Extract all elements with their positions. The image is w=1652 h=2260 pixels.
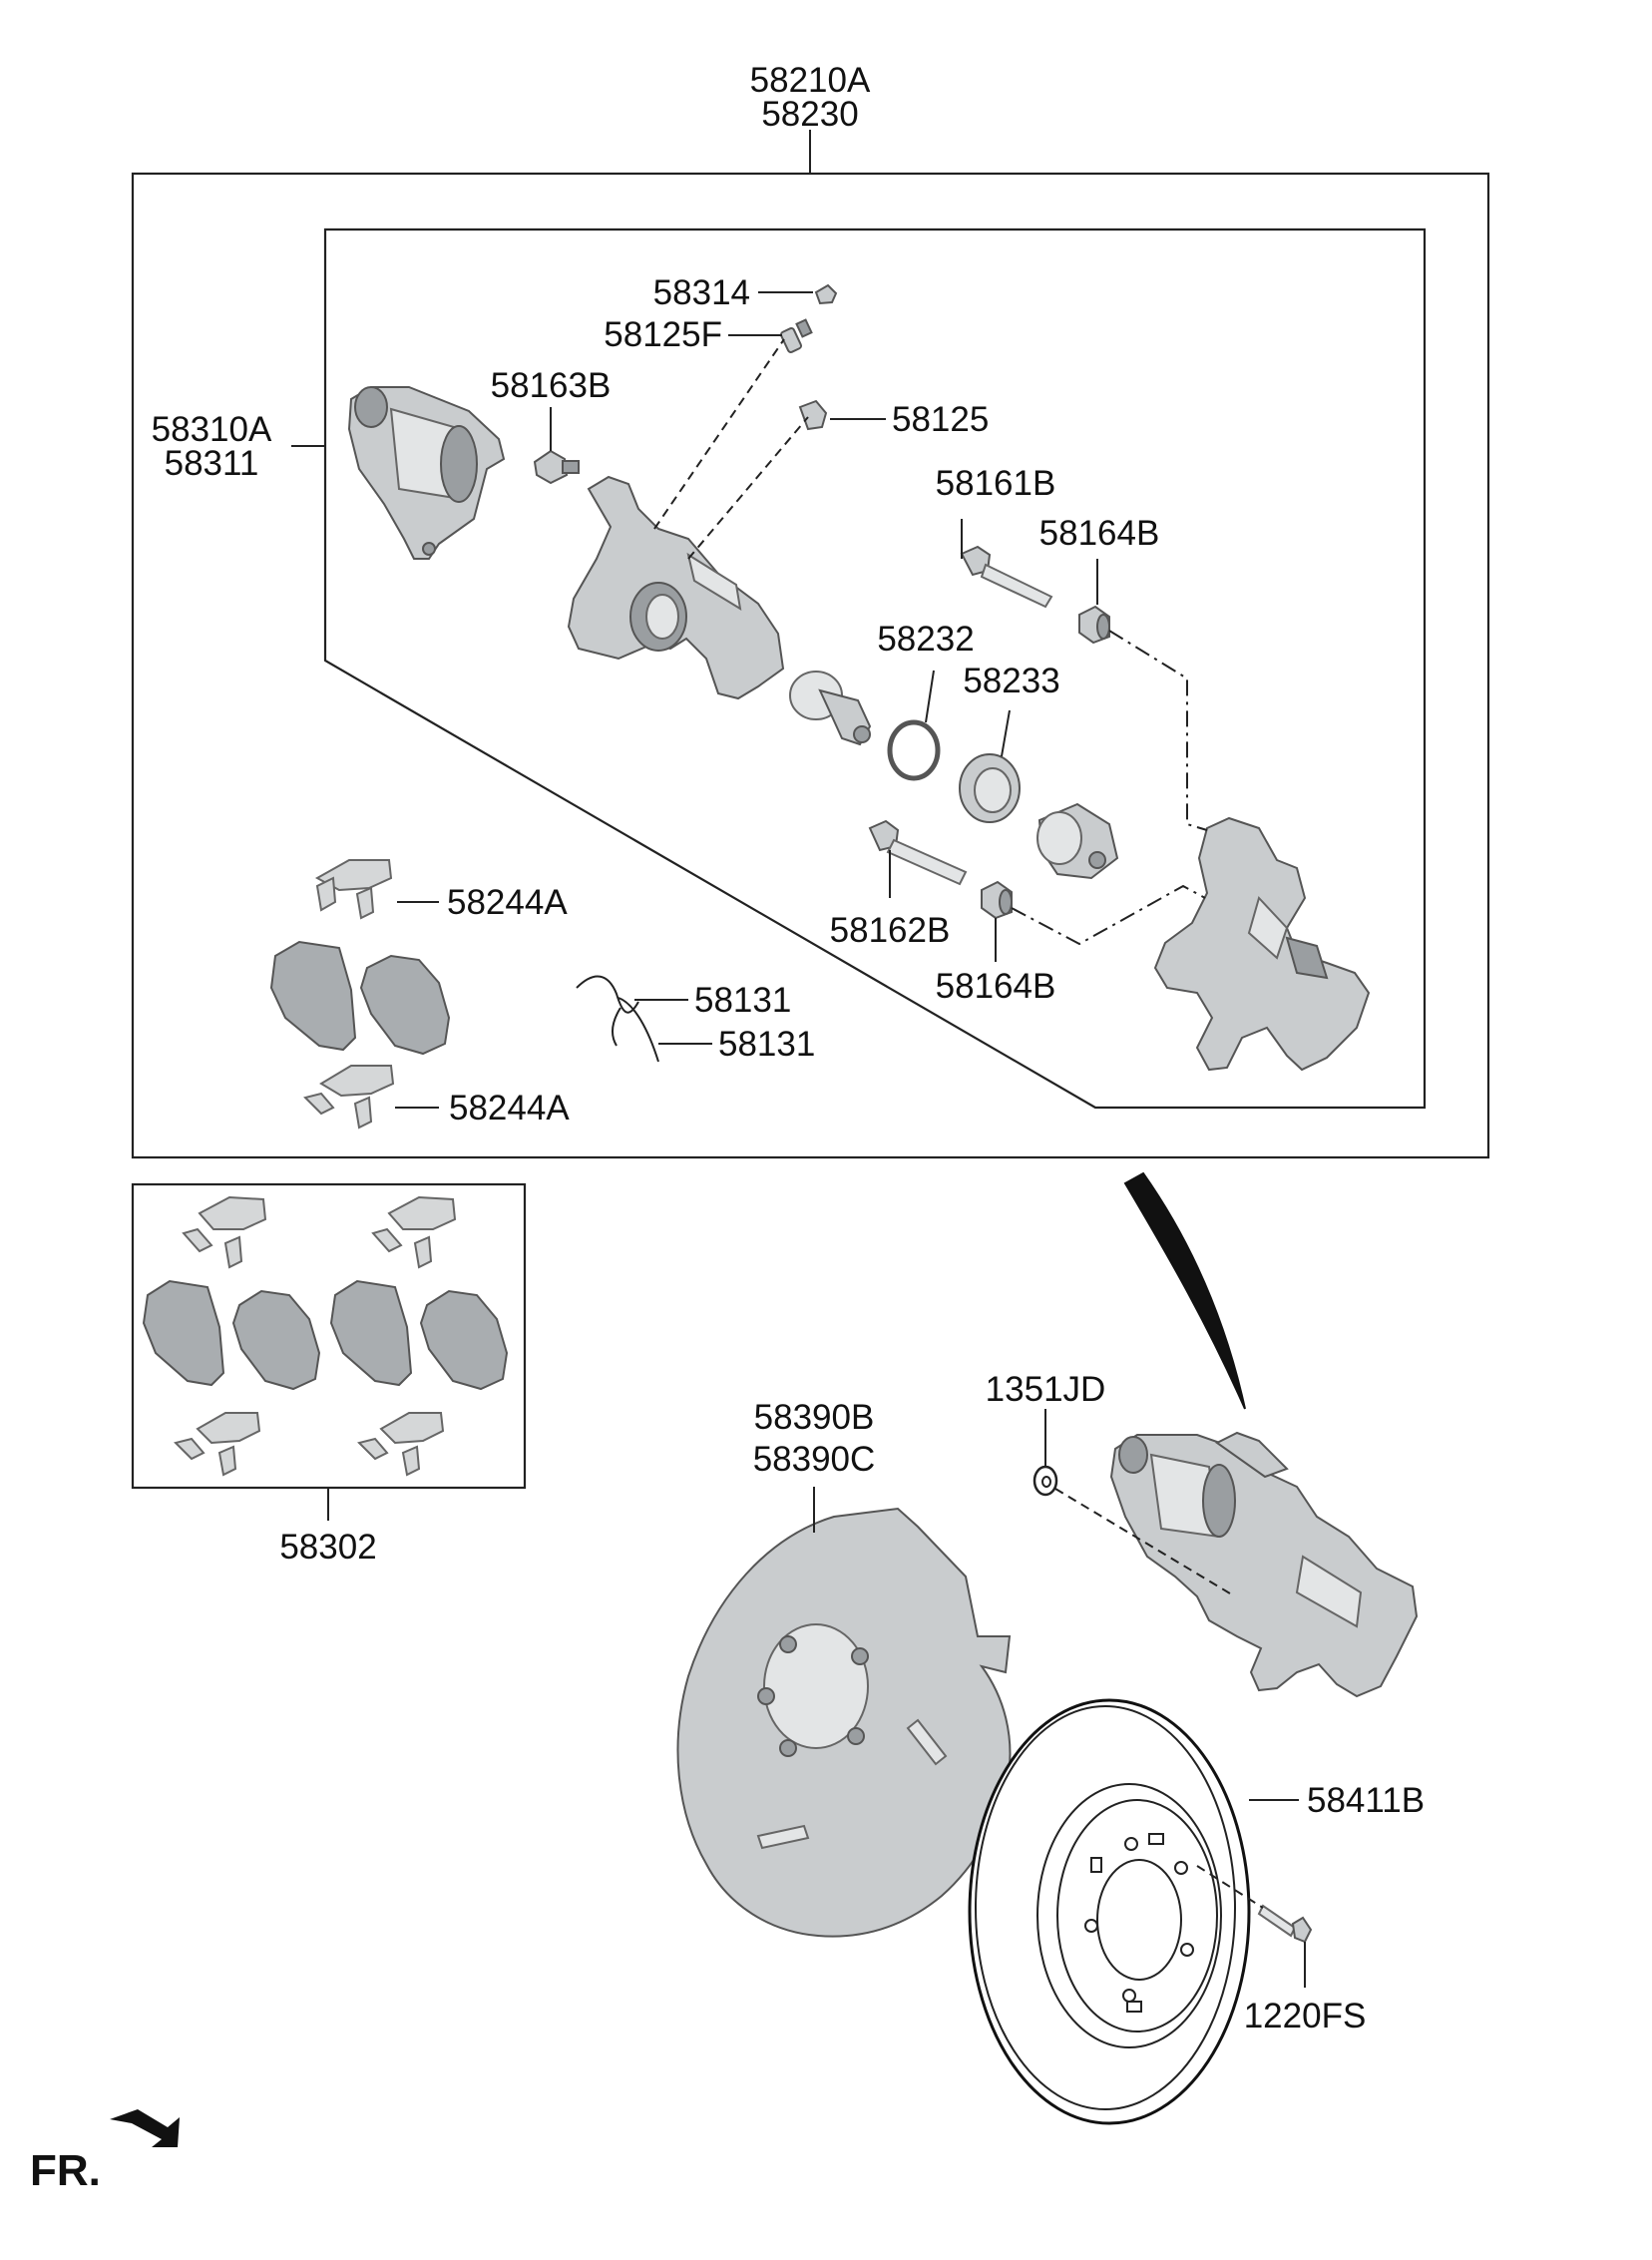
- caliper-housing-icon: [347, 386, 506, 560]
- label-guide-pin-58161b: 58161B: [936, 464, 1056, 503]
- label-boot-58233: 58233: [963, 662, 1059, 700]
- leader-lines: [291, 291, 1306, 1988]
- assembly-dash-lines: [653, 338, 1264, 1909]
- part-labels: 58210A 58230 58310A 58311 58314 58125F 5…: [30, 61, 1425, 2195]
- label-dust-cover-b: 58390C: [753, 1440, 876, 1479]
- pad-kit-contents-icon: [142, 1195, 509, 1477]
- guide-pin-58162b-icon: [868, 819, 968, 886]
- label-guide-pin-58162b: 58162B: [830, 911, 951, 950]
- guide-pin-58161b-icon: [960, 545, 1053, 609]
- label-wire-lower: 58131: [718, 1025, 815, 1064]
- label-boot-58164b-lower: 58164B: [936, 967, 1056, 1006]
- label-bolt-58163b: 58163B: [491, 366, 612, 405]
- caliper-body-icon: [567, 475, 785, 700]
- brake-disc-icon: [968, 1698, 1251, 2125]
- label-screw: 1220FS: [1244, 1997, 1367, 2035]
- piston-adjuster-icon: [789, 671, 872, 746]
- label-caliper-housing-a: 58310A: [152, 410, 272, 449]
- caliper-carrier-icon: [1153, 816, 1371, 1072]
- label-wire-upper: 58131: [694, 981, 791, 1020]
- pad-clip-upper-icon: [314, 859, 393, 920]
- label-pad-clip-lower: 58244A: [449, 1089, 570, 1128]
- label-pad-clip-upper: 58244A: [447, 883, 568, 922]
- label-dust-cover-a: 58390B: [754, 1398, 875, 1437]
- label-caliper-housing-b: 58311: [165, 444, 259, 483]
- assembly-arrow-icon: [1123, 1171, 1246, 1410]
- hose-fitting-icon: [798, 399, 828, 431]
- bleeder-screw-icon: [779, 318, 813, 353]
- label-front-marker: FR.: [30, 2146, 101, 2195]
- boot-58233-icon: [959, 753, 1021, 823]
- pad-clip-lower-icon: [303, 1065, 395, 1130]
- label-bleeder-cap: 58314: [653, 273, 750, 312]
- label-washer: 1351JD: [986, 1370, 1106, 1409]
- dust-cover-icon: [676, 1507, 1012, 1938]
- bolt-58163b-icon: [533, 449, 580, 485]
- boot-58164b-lower-icon: [981, 880, 1013, 920]
- front-arrow-icon: [110, 2109, 180, 2147]
- piston-icon: [1036, 802, 1119, 880]
- brake-pad-upper-right-icon: [359, 954, 451, 1056]
- seal-58232-icon: [887, 719, 941, 781]
- bleeder-cap-icon: [814, 283, 838, 305]
- caliper-subassembly-box: [323, 227, 1427, 1110]
- brake-pad-upper-left-icon: [269, 940, 357, 1052]
- boot-58164b-upper-icon: [1078, 605, 1110, 645]
- label-hose-58125: 58125: [892, 400, 989, 439]
- label-disc: 58411B: [1307, 1781, 1425, 1820]
- label-boot-58164b-upper: 58164B: [1039, 514, 1160, 553]
- screw-icon: [1257, 1904, 1313, 1944]
- label-pad-kit: 58302: [279, 1528, 376, 1567]
- label-assembly-a: 58210A: [750, 61, 871, 100]
- label-bleeder-screw: 58125F: [604, 315, 722, 354]
- installed-caliper-icon: [1109, 1431, 1419, 1698]
- label-assembly-b: 58230: [761, 95, 858, 134]
- washer-icon: [1032, 1465, 1058, 1497]
- wire-58131-icon: [576, 975, 659, 1063]
- label-seal-58232: 58232: [877, 620, 974, 659]
